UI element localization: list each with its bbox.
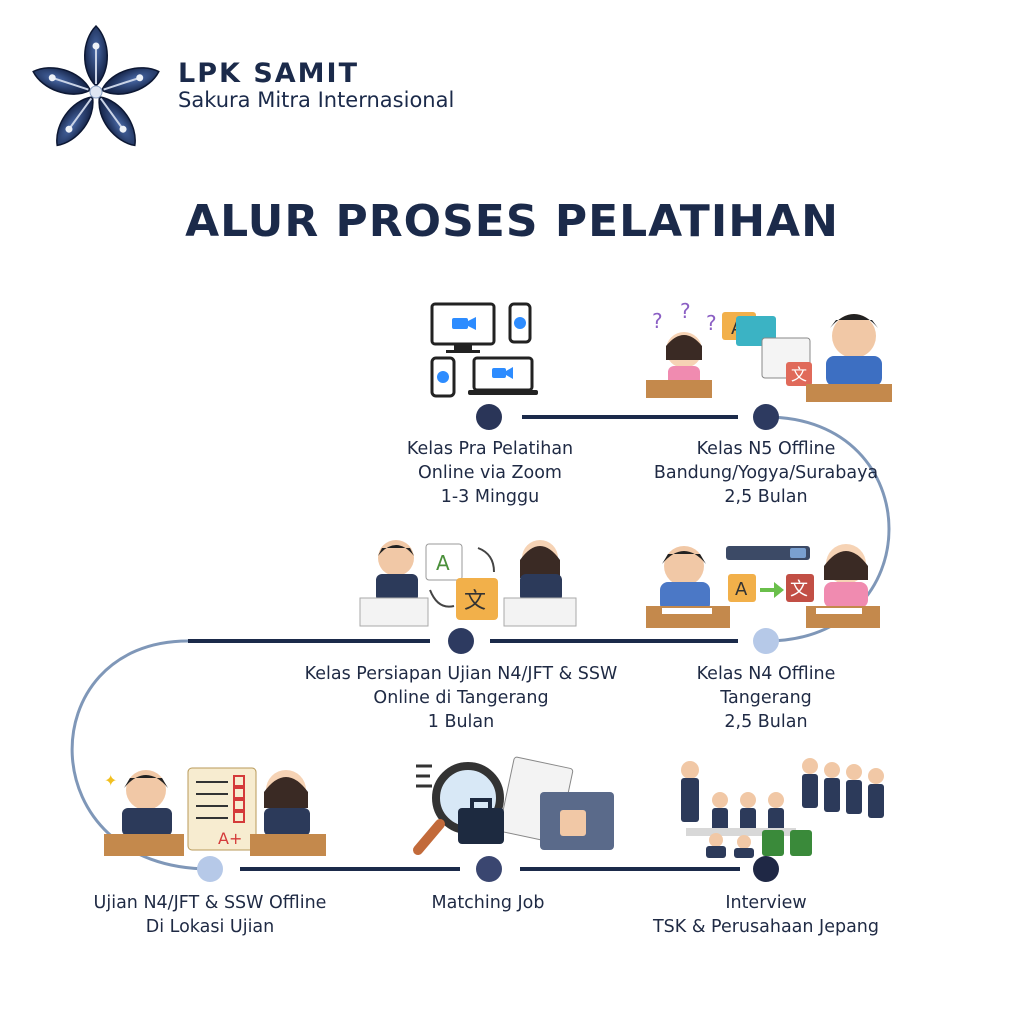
step-dot [753, 856, 779, 882]
step-label-line: Kelas N5 Offline [696, 439, 836, 459]
connector-curve [70, 639, 211, 871]
step-label-line: Ujian N4/JFT & SSW Offline [93, 893, 327, 913]
step-label-persiapan-ujian: Kelas Persiapan Ujian N4/JFT & SSW Onlin… [286, 662, 636, 734]
svg-text:A: A [735, 579, 748, 600]
step-dot [197, 856, 223, 882]
page-title: ALUR PROSES PELATIHAN [185, 196, 839, 247]
step-label-line: Online via Zoom [418, 463, 562, 483]
brand-name: LPK SAMIT [178, 58, 359, 89]
connector-curve [765, 415, 891, 643]
svg-text:?: ? [652, 309, 663, 333]
zoom-devices-illustration [430, 302, 538, 398]
step-label-pra-pelatihan: Kelas Pra Pelatihan Online via Zoom 1-3 … [370, 437, 610, 509]
step-label-line: Online di Tangerang [373, 688, 549, 708]
step-dot [448, 628, 474, 654]
step-label-line: Kelas Pra Pelatihan [406, 439, 574, 459]
step-label-matching-job: Matching Job [400, 891, 576, 915]
svg-text:A+: A+ [218, 829, 242, 848]
step-dot [753, 404, 779, 430]
step-dot [476, 856, 502, 882]
svg-text:文: 文 [790, 579, 808, 600]
step-label-line: Kelas N4 Offline [696, 664, 836, 684]
svg-text:文: 文 [464, 589, 486, 614]
step-label-line: 1-3 Minggu [440, 487, 540, 507]
interview-illustration [681, 758, 884, 858]
step-label-line: 2,5 Bulan [724, 712, 808, 732]
step-label-n4-offline: Kelas N4 Offline Tangerang 2,5 Bulan [666, 662, 866, 734]
step-label-ujian: Ujian N4/JFT & SSW Offline Di Lokasi Uji… [70, 891, 350, 939]
step-label-line: Matching Job [431, 893, 545, 913]
sakura-logo [28, 24, 164, 154]
step-dot [476, 404, 502, 430]
step-label-line: Kelas Persiapan Ujian N4/JFT & SSW [304, 664, 618, 684]
step-label-n5-offline: Kelas N5 Offline Bandung/Yogya/Surabaya … [631, 437, 901, 509]
step-label-line: TSK & Perusahaan Jepang [652, 917, 880, 937]
svg-text:?: ? [680, 300, 691, 323]
step-label-line: Tangerang [720, 688, 812, 708]
svg-text:✦: ✦ [104, 771, 117, 790]
step-label-line: Bandung/Yogya/Surabaya [653, 463, 879, 483]
brand-subtitle: Sakura Mitra Internasional [178, 88, 455, 112]
step-label-line: Di Lokasi Ujian [145, 917, 275, 937]
step-label-line: 1 Bulan [427, 712, 495, 732]
confused-students-illustration: ? ? ? A 文 [646, 300, 892, 402]
svg-text:?: ? [706, 311, 717, 335]
svg-text:A: A [436, 551, 450, 575]
step-label-line: Interview [725, 893, 807, 913]
job-matching-illustration [413, 756, 614, 855]
translation-students-illustration: A 文 [646, 544, 880, 628]
step-label-interview: Interview TSK & Perusahaan Jepang [636, 891, 896, 939]
svg-text:文: 文 [791, 365, 807, 384]
language-study-illustration: A 文 [359, 540, 577, 627]
step-dot [753, 628, 779, 654]
exam-illustration: ✦ A+ [104, 767, 326, 856]
step-label-line: 2,5 Bulan [724, 487, 808, 507]
